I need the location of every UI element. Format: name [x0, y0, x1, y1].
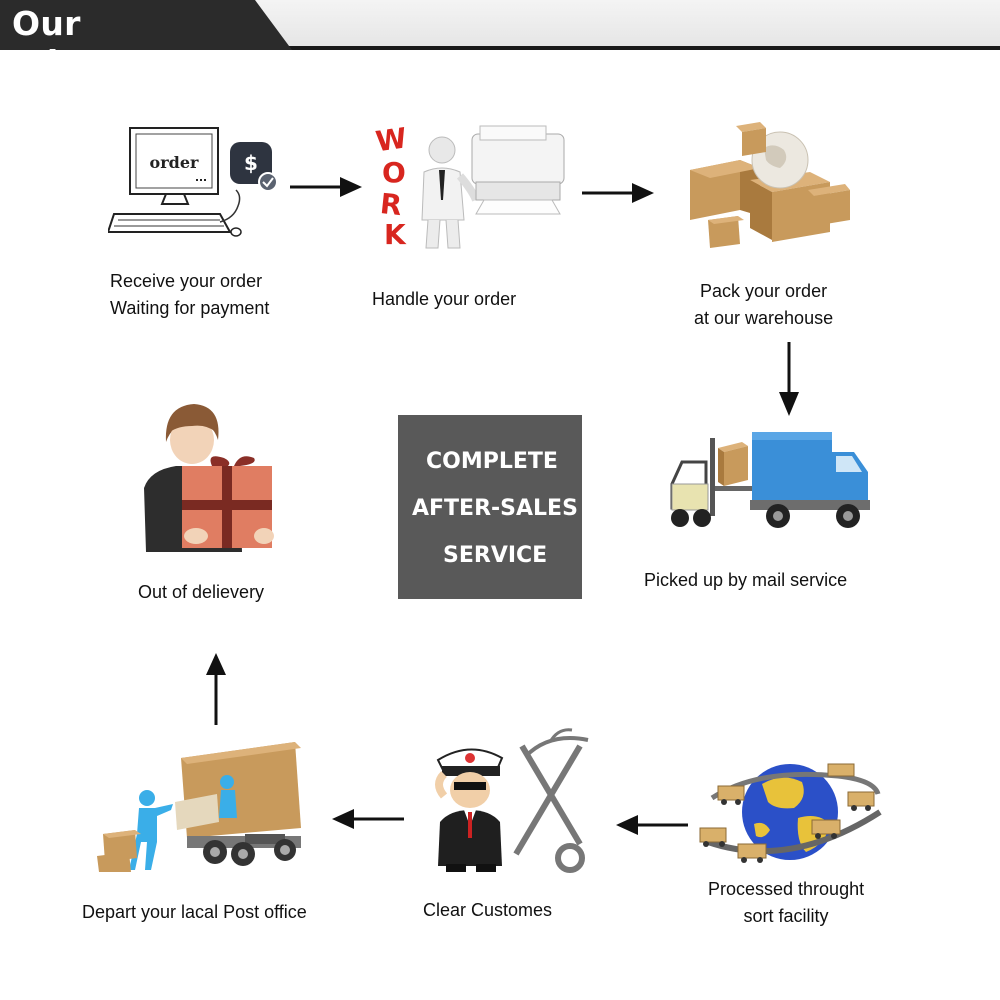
svg-text:R: R — [378, 187, 403, 222]
step-label-picked-up: Picked up by mail service — [644, 570, 848, 590]
step-label-depart-post: Depart your lacal Post office — [82, 902, 307, 922]
screen-order-text: order — [150, 153, 199, 172]
computer-order-icon: order $ — [108, 122, 283, 242]
arrow-left-icon — [616, 812, 688, 843]
header-tab: Our advantage — [0, 0, 292, 82]
center-line: AFTER-SALES — [412, 496, 578, 521]
step-label-pack-order: Pack your order at our warehouse — [694, 281, 834, 328]
customs-officer-icon — [430, 726, 600, 876]
person-gift-icon — [136, 402, 281, 552]
step-label-handle-order: Handle your order — [372, 289, 517, 309]
step-label-out-delivery: Out of delievery — [138, 582, 265, 602]
svg-text:K: K — [384, 218, 407, 251]
globe-trucks-icon — [698, 758, 888, 868]
forklift-truck-icon — [662, 428, 877, 538]
arrow-down-icon — [776, 342, 802, 421]
svg-text:W: W — [374, 121, 409, 158]
svg-text:$: $ — [244, 151, 258, 175]
page-title: Our advantage — [12, 4, 212, 82]
step-label-clear-customs: Clear Customes — [423, 900, 553, 920]
after-sales-service-box: COMPLETE AFTER-SALES SERVICE — [398, 415, 582, 599]
arrow-left-icon — [332, 806, 404, 837]
center-line: SERVICE — [443, 543, 548, 568]
arrow-up-icon — [203, 653, 229, 730]
step-label-processed: Processed throught sort facility — [708, 879, 865, 926]
arrow-right-icon — [582, 180, 654, 211]
svg-text:O: O — [382, 156, 406, 189]
center-line: COMPLETE — [426, 449, 558, 474]
boxes-globe-icon — [680, 120, 855, 260]
step-label-receive-order: Receive your order Waiting for payment — [110, 271, 270, 318]
delivery-truck-icon — [95, 738, 310, 873]
worker-printer-icon: W O R K — [372, 120, 572, 255]
arrow-right-icon — [290, 174, 362, 205]
